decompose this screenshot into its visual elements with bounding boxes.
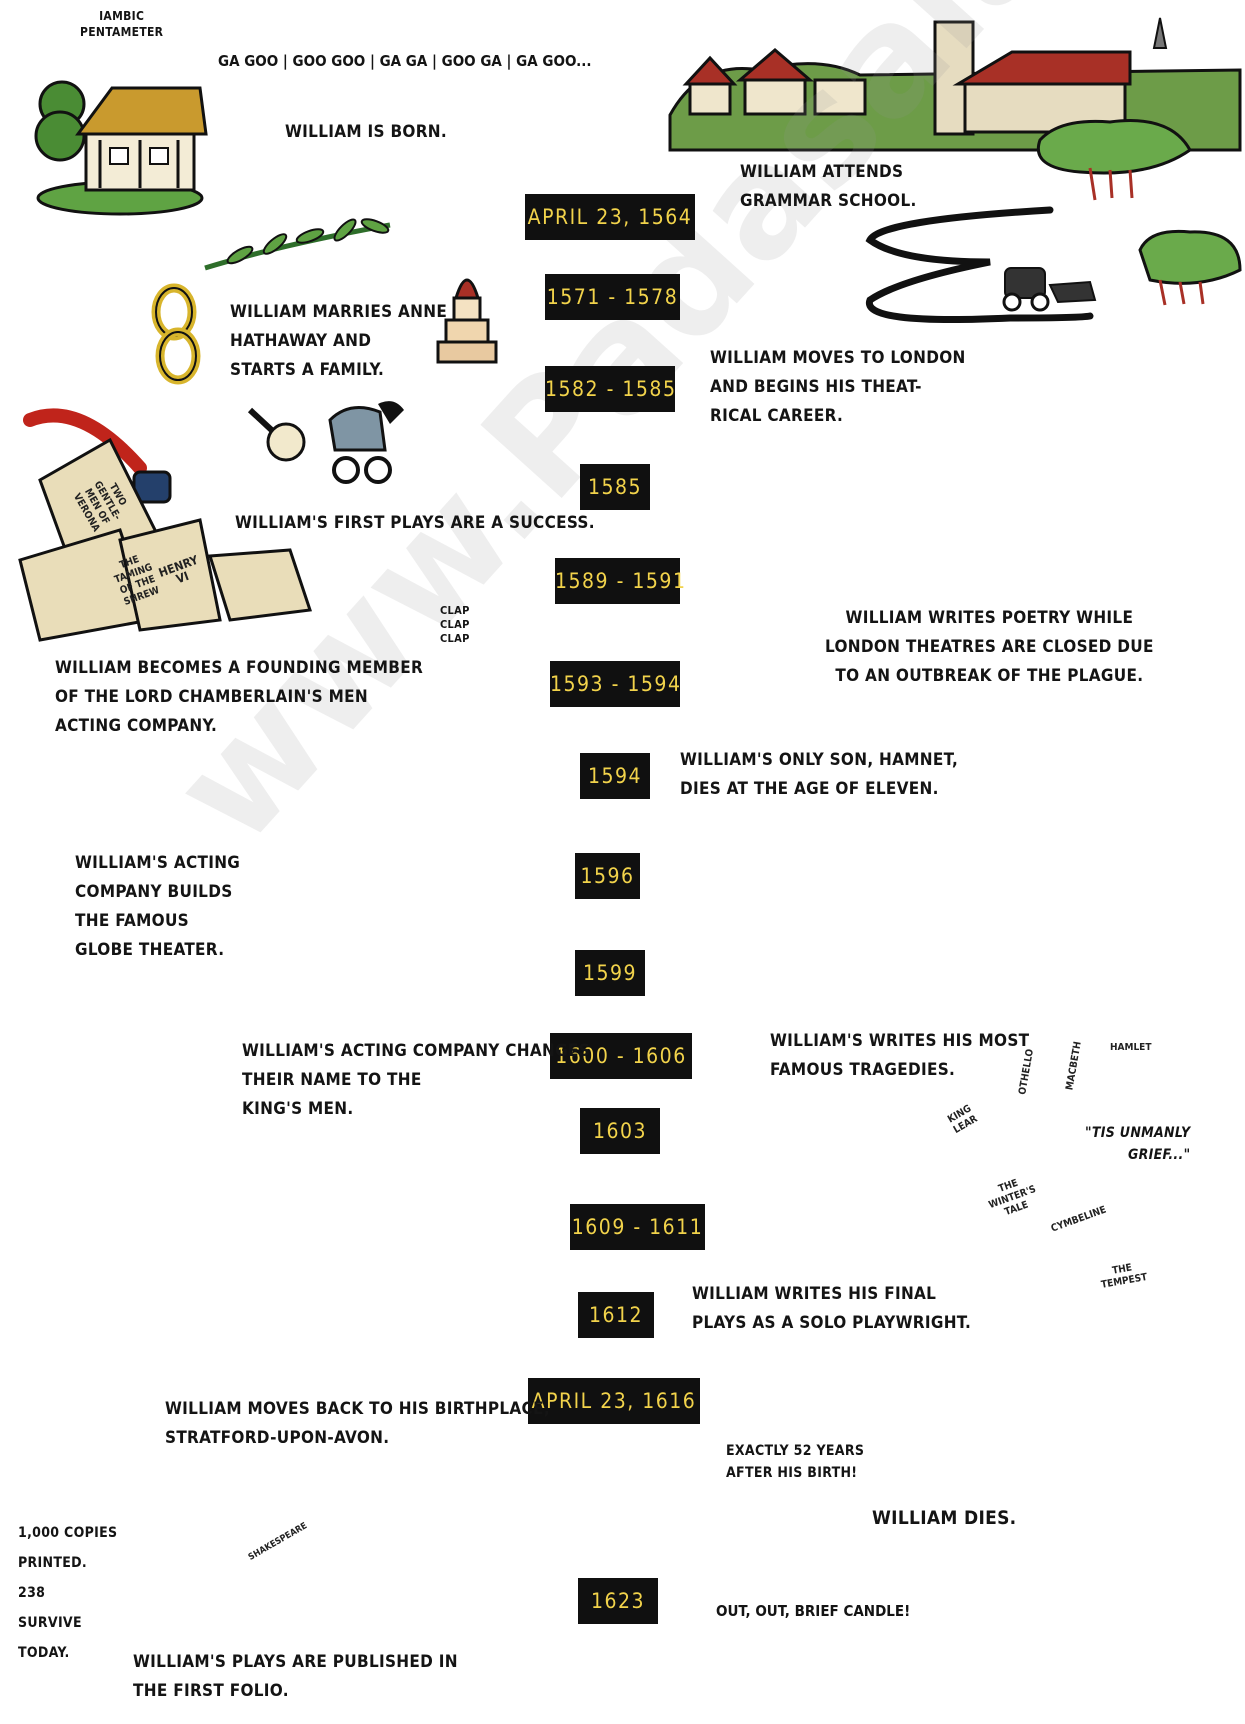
event-chamberlain: WILLIAM BECOMES A FOUNDING MEMBER OF THE…	[55, 658, 424, 736]
date-poetry: 1593 - 1594	[550, 661, 680, 707]
event-folio: WILLIAM'S PLAYS ARE PUBLISHED IN THE FIR…	[133, 1652, 458, 1701]
date-first-plays: 1589 - 1591	[555, 558, 685, 604]
carriage-icon	[1002, 267, 1097, 312]
wedding-rings-icon	[151, 283, 201, 385]
pram-icon	[328, 401, 404, 484]
quill-ink-icon	[23, 408, 172, 504]
date-folio: 1623	[578, 1578, 658, 1624]
cottage-illustration	[34, 80, 208, 216]
doc-hamlet: HAMLET	[1110, 1042, 1152, 1053]
date-chamberlain: 1594	[580, 753, 650, 799]
event-kings-men: WILLIAM'S ACTING COMPANY CHANGES THEIR N…	[242, 1041, 591, 1119]
note-candle: OUT, OUT, BRIEF CANDLE!	[716, 1602, 911, 1620]
olive-branch	[204, 222, 391, 271]
date-globe: 1599	[575, 950, 645, 996]
event-first-plays: WILLIAM'S FIRST PLAYS ARE A SUCCESS.	[235, 513, 595, 533]
event-born: WILLIAM IS BORN.	[285, 122, 447, 142]
date-tragedies: 1600 - 1606	[550, 1033, 692, 1079]
event-exactly: EXACTLY 52 YEARS AFTER HIS BIRTH!	[726, 1443, 865, 1481]
date-birth: APRIL 23, 1564	[525, 194, 695, 240]
date-back-home: 1612	[578, 1292, 654, 1338]
date-school: 1571 - 1578	[545, 274, 680, 320]
note-iambic: IAMBIC PENTAMETER	[80, 9, 164, 39]
olive-leaves	[226, 218, 390, 265]
event-hamnet: WILLIAM'S ONLY SON, HAMNET, DIES AT THE …	[680, 750, 959, 799]
date-kings-men: 1603	[580, 1108, 660, 1154]
road-to-london	[865, 206, 1094, 324]
note-clap: CLAP CLAP CLAP	[440, 604, 470, 645]
event-copies: 1,000 COPIES PRINTED. 238 SURVIVE TODAY.	[18, 1525, 118, 1661]
note-baby-speech: GA GOO | GOO GOO | GA GA | GOO GA | GA G…	[218, 52, 592, 70]
rattle-icon	[247, 407, 306, 462]
event-poetry: WILLIAM WRITES POETRY WHILE LONDON THEAT…	[825, 608, 1154, 686]
wedding-cake-icon	[436, 278, 498, 364]
event-dies: WILLIAM DIES.	[872, 1507, 1017, 1529]
grammar-school-illustration	[668, 17, 1242, 306]
date-death: APRIL 23, 1616	[528, 1378, 700, 1424]
event-london: WILLIAM MOVES TO LONDON AND BEGINS HIS T…	[710, 348, 966, 426]
event-globe: WILLIAM'S ACTING COMPANY BUILDS THE FAMO…	[75, 853, 241, 960]
event-final-plays: WILLIAM WRITES HIS FINAL PLAYS AS A SOLO…	[692, 1284, 972, 1333]
date-london: 1585	[580, 464, 650, 510]
date-hamnet: 1596	[575, 853, 640, 899]
event-school: WILLIAM ATTENDS GRAMMAR SCHOOL.	[740, 162, 917, 211]
date-marriage: 1582 - 1585	[545, 366, 675, 412]
event-tragedies: WILLIAM'S WRITES HIS MOST FAMOUS TRAGEDI…	[770, 1031, 1030, 1080]
note-unmanly: "TIS UNMANLY GRIEF..."	[1085, 1125, 1191, 1163]
early-plays-documents	[18, 437, 313, 642]
event-back-home: WILLIAM MOVES BACK TO HIS BIRTHPLACE, ST…	[165, 1399, 550, 1448]
event-marriage: WILLIAM MARRIES ANNE HATHAWAY AND STARTS…	[230, 302, 448, 380]
date-final-plays: 1609 - 1611	[570, 1204, 705, 1250]
